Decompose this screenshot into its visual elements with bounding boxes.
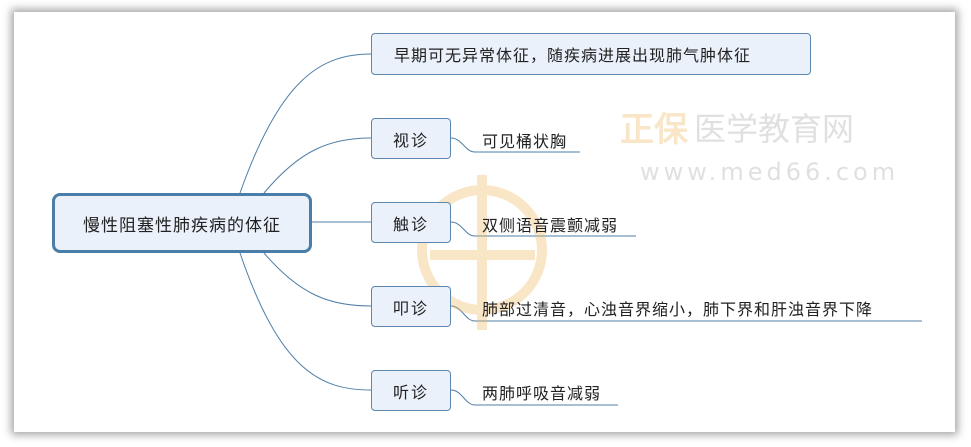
- connector-root-summary: [239, 53, 372, 194]
- connector-root-percussion: [263, 252, 372, 307]
- watermark-brand: 正保: [620, 110, 688, 150]
- connector-auscultation-leaf: [450, 389, 618, 406]
- leaf-auscultation[interactable]: 两肺呼吸音减弱: [482, 384, 602, 403]
- branch-inspection[interactable]: 视诊: [371, 118, 451, 159]
- connector-inspection-leaf: [450, 137, 580, 153]
- connector-root-inspection: [263, 137, 372, 194]
- connector-palpation-leaf: [450, 221, 636, 237]
- branch-palpation[interactable]: 触诊: [371, 202, 451, 243]
- connector-percussion-leaf: [450, 305, 922, 322]
- summary-node[interactable]: 早期可无异常体征，随疾病进展出现肺气肿体征: [371, 33, 811, 75]
- watermark-logo-icon: [417, 175, 547, 330]
- branch-percussion[interactable]: 叩诊: [371, 286, 451, 327]
- branch-auscultation[interactable]: 听诊: [371, 370, 451, 411]
- root-node[interactable]: 慢性阻塞性肺疾病的体征: [52, 193, 312, 253]
- connector-root-auscultation: [239, 252, 372, 391]
- watermark-name: 医学教育网: [694, 110, 855, 148]
- watermark-url: www.med66.com: [640, 158, 900, 186]
- leaf-inspection[interactable]: 可见桶状胸: [482, 132, 568, 151]
- leaf-percussion[interactable]: 肺部过清音，心浊音界缩小，肺下界和肝浊音界下降: [482, 300, 874, 319]
- leaf-palpation[interactable]: 双侧语音震颤减弱: [482, 216, 619, 235]
